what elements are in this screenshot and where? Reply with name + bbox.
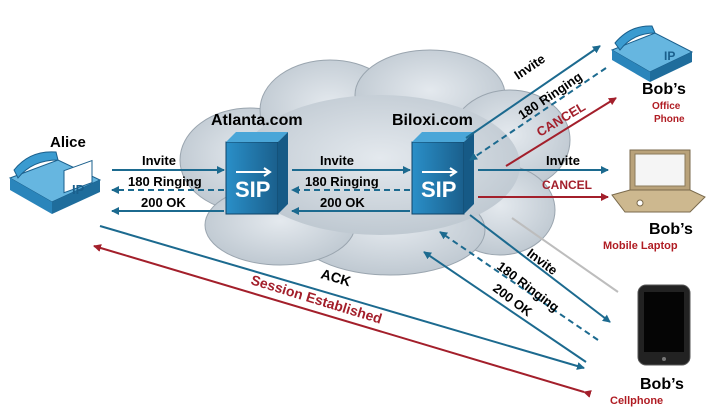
msg-cancel-laptop: CANCEL xyxy=(542,178,592,192)
alice-phone-icon: IP xyxy=(8,151,102,214)
bob-laptop-icon xyxy=(611,149,706,213)
alice-ip-label: IP xyxy=(72,182,85,197)
laptop-caption: Mobile Laptop xyxy=(603,240,678,252)
bob-office-label: Bob’s xyxy=(642,81,686,98)
msg-ok-alice: 200 OK xyxy=(141,195,186,210)
office-ip-label: IP xyxy=(664,49,675,63)
arrow-session xyxy=(93,244,592,398)
cell-caption: Cellphone xyxy=(610,395,663,407)
msg-ringing-alice: 180 Ringing xyxy=(128,174,202,189)
biloxi-sip-server-icon: SIP xyxy=(411,132,474,215)
atlanta-sip-server-icon: SIP xyxy=(225,132,288,215)
bob-cell-label: Bob’s xyxy=(640,376,684,393)
msg-invite-laptop: Invite xyxy=(546,153,580,168)
arrow-ringing-office xyxy=(469,67,607,161)
office-caption-1: Office xyxy=(652,101,681,112)
msg-ringing-mid: 180 Ringing xyxy=(305,174,379,189)
alice-label: Alice xyxy=(50,134,86,151)
msg-invite-mid: Invite xyxy=(320,153,354,168)
arrow-invite-office xyxy=(465,45,601,139)
bob-laptop-label: Bob’s xyxy=(649,221,693,238)
atlanta-sip-label: SIP xyxy=(235,177,270,202)
msg-ok-mid: 200 OK xyxy=(320,195,365,210)
office-caption-2: Phone xyxy=(654,114,685,125)
atlanta-label: Atlanta.com xyxy=(211,112,303,129)
bob-office-phone-icon: IP xyxy=(610,25,694,82)
msg-invite-alice: Invite xyxy=(142,153,176,168)
arrow-cancel-office xyxy=(505,97,617,167)
biloxi-sip-label: SIP xyxy=(421,177,456,202)
msg-invite-office: Invite xyxy=(511,51,548,82)
biloxi-label: Biloxi.com xyxy=(392,112,473,129)
bob-cellphone-icon xyxy=(637,284,691,366)
